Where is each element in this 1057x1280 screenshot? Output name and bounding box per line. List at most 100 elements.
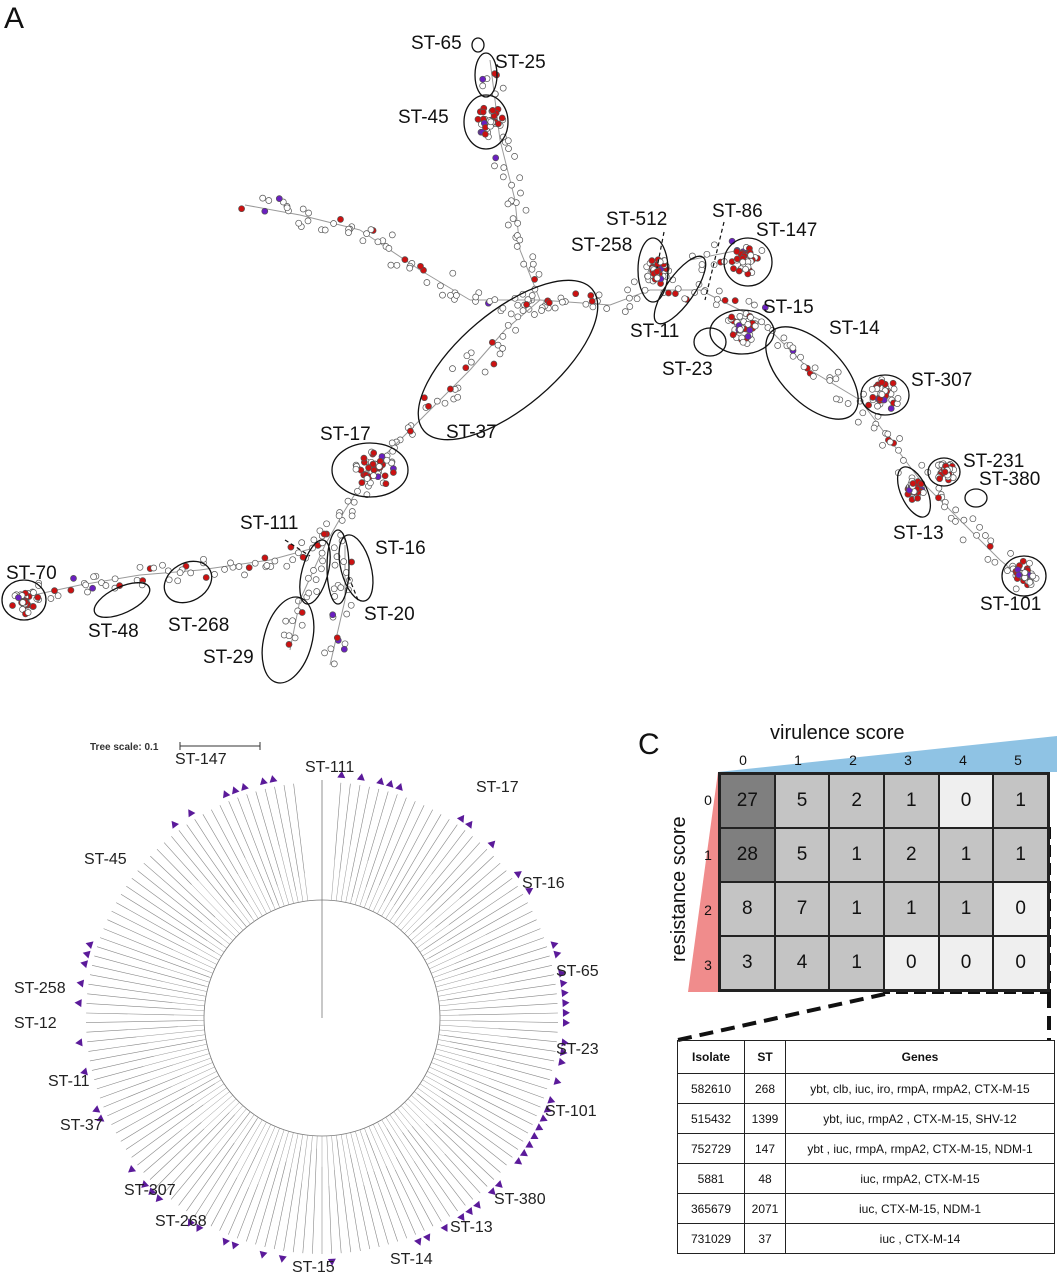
tree-internal-branch [149, 1057, 212, 1081]
matrix-cell: 0 [938, 936, 994, 990]
isolate-node [479, 108, 487, 116]
matrix-cell: 1 [829, 828, 884, 882]
tree-label-268: ST-268 [155, 1213, 207, 1230]
hypervirulent-marker [494, 1180, 503, 1188]
label-pointer [284, 539, 311, 557]
tree-leaf-branch [219, 1147, 260, 1231]
isolate-node [529, 253, 537, 261]
tree-internal-branch [280, 877, 290, 905]
tree-internal-branch [331, 859, 335, 901]
tree-internal-branch [417, 1087, 450, 1112]
isolate-node [698, 261, 706, 268]
matrix-cell: 0 [884, 936, 939, 990]
tree-label-65: ST-65 [556, 963, 599, 980]
tree-leaf-branch [485, 910, 533, 935]
st-cluster-outline [637, 237, 669, 303]
isolate-cell: 752729 [677, 1133, 745, 1164]
tree-leaf-branch [412, 855, 494, 933]
isolate-node [343, 610, 351, 618]
tree-internal-branch [180, 1008, 205, 1011]
isolate-node [84, 588, 91, 596]
isolate-node [490, 360, 498, 368]
matrix-cell: 5 [774, 828, 830, 882]
isolate-node [909, 480, 917, 487]
tree-internal-branch [419, 948, 425, 953]
tree-leaf-branch [156, 1112, 230, 1187]
matrix-cell: 1 [993, 774, 1048, 828]
tree-internal-branch [393, 1111, 408, 1131]
tree-leaf-branch [86, 1026, 178, 1033]
isolate-node [739, 338, 747, 346]
tree-leaf-branch [91, 1055, 154, 1071]
isolate-node [630, 278, 638, 286]
st-cell: 147 [744, 1133, 786, 1164]
tree-internal-branch [229, 1102, 240, 1113]
tree-leaf-branch [478, 965, 553, 983]
tree-internal-branch [435, 971, 494, 988]
isolate-node [941, 468, 949, 476]
tree-internal-branch [368, 885, 380, 910]
isolate-node [337, 584, 345, 591]
isolate-node [973, 531, 980, 539]
matrix-cell: 8 [720, 882, 775, 936]
isolate-node [758, 318, 765, 326]
tree-leaf-branch [508, 993, 557, 1000]
tree-edge [419, 269, 471, 301]
isolate-node [102, 582, 110, 589]
tree-leaf-branch [460, 946, 548, 975]
tree-leaf-branch [125, 1103, 194, 1150]
st-label-29: ST-29 [203, 647, 254, 668]
hypervirulent-marker [525, 888, 534, 896]
virulence-tick: 2 [849, 752, 857, 768]
tree-internal-branch [385, 904, 395, 919]
isolate-node [512, 326, 519, 334]
st-label-20: ST-20 [364, 604, 415, 625]
isolate-node [47, 595, 55, 602]
tree-internal-branch [290, 1133, 299, 1170]
tree-leaf-branch [395, 1156, 434, 1227]
isolate-node [439, 291, 446, 299]
tree-internal-branch [439, 998, 509, 1007]
isolate-node [936, 475, 943, 483]
tree-internal-branch [389, 913, 396, 922]
hypervirulent-marker [561, 1038, 569, 1047]
tree-leaf-branch [171, 836, 247, 927]
isolate-node [859, 409, 867, 417]
hypervirulent-marker [561, 989, 569, 998]
tree-leaf-branch [246, 1145, 280, 1242]
st-label-111: ST-111 [240, 513, 299, 534]
tree-leaf-branch [255, 1167, 279, 1245]
tree-leaf-branch [111, 910, 198, 955]
hypervirulent-marker [550, 941, 559, 950]
isolate-node [200, 555, 207, 563]
st-cell: 268 [744, 1073, 786, 1104]
tree-label-23: ST-23 [556, 1041, 599, 1058]
isolate-node [329, 611, 337, 619]
tree-leaf-branch [126, 885, 208, 941]
tree-internal-branch [439, 1024, 499, 1029]
isolate-node [1012, 585, 1020, 593]
tree-leaf-branch [85, 1020, 198, 1023]
label-pointer [656, 231, 665, 269]
isolate-node [811, 364, 819, 372]
tree-leaf-branch [137, 1129, 183, 1166]
hypervirulent-marker [75, 1038, 83, 1047]
tree-leaf-branch [302, 1149, 312, 1254]
st-label-65: ST-65 [411, 33, 462, 54]
genes-cell: ybt, iuc, rmpA2 , CTX-M-15, SHV-12 [785, 1103, 1055, 1134]
tree-internal-branch [432, 970, 454, 979]
tree-leaf-branch [471, 1020, 559, 1023]
tree-label-37: ST-37 [60, 1117, 103, 1134]
tree-leaf-branch [312, 1148, 317, 1254]
isolate-node [735, 267, 743, 275]
tree-leaf-branch [202, 814, 239, 875]
isolate-node [545, 299, 553, 307]
isolate-node [746, 326, 754, 334]
isolate-node [305, 574, 312, 582]
isolate-node [758, 247, 766, 254]
isolate-node [886, 438, 894, 446]
hypervirulent-marker [76, 979, 85, 988]
tree-internal-branch [432, 1057, 489, 1079]
isolate-node [417, 262, 424, 270]
tree-internal-branch [209, 977, 212, 979]
